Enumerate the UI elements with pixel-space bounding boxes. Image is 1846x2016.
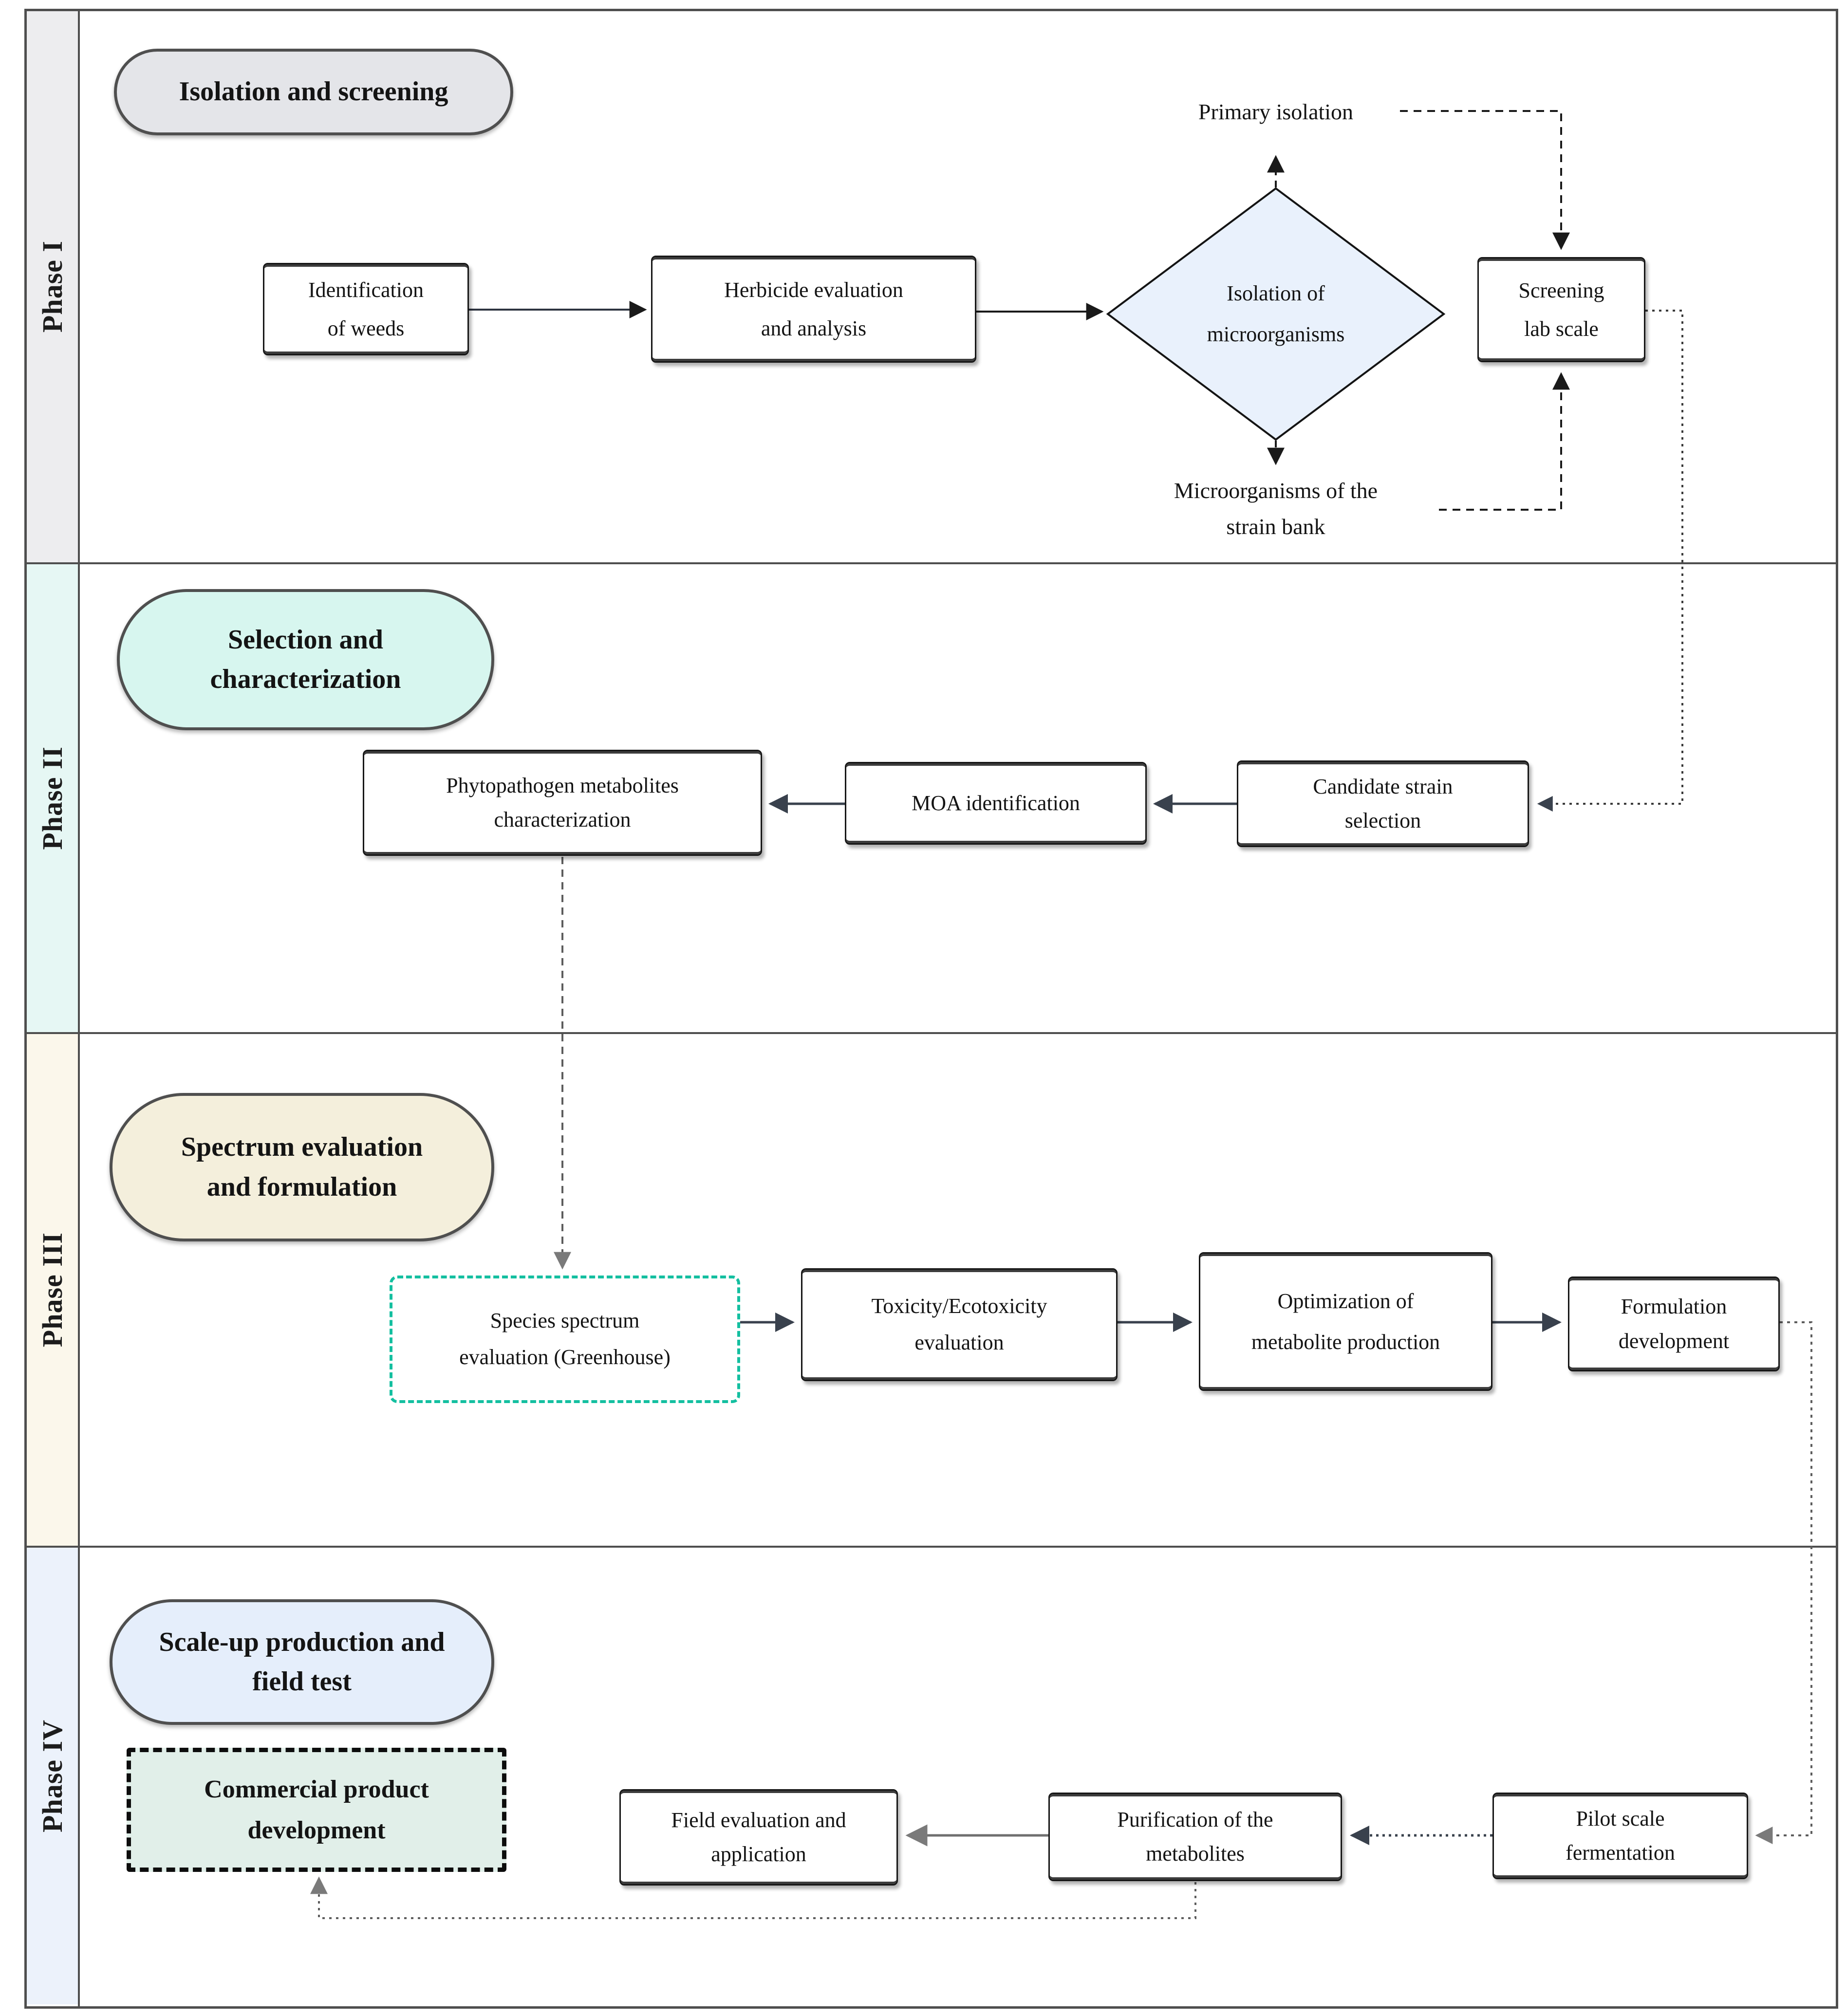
node-label: Isolation of microorganisms — [1207, 281, 1345, 346]
node-phytopathogen-metabolites: Phytopathogen metabolites characterizati… — [363, 750, 762, 856]
divider-phase-1-2 — [24, 562, 1838, 564]
node-toxicity-evaluation: Toxicity/Ecotoxicity evaluation — [801, 1268, 1118, 1381]
phase-1-title-pill: Isolation and screening — [114, 49, 513, 135]
pill-label: Spectrum evaluation and formulation — [181, 1132, 423, 1202]
sidebar-phase-1: Phase I — [27, 11, 78, 562]
node-label: Pilot scale fermentation — [1566, 1806, 1675, 1865]
node-herbicide-evaluation: Herbicide evaluation and analysis — [651, 256, 976, 363]
node-optimization-metabolite-production: Optimization of metabolite production — [1199, 1252, 1492, 1391]
node-candidate-strain-selection: Candidate strain selection — [1237, 760, 1529, 847]
node-label: Toxicity/Ecotoxicity evaluation — [871, 1294, 1047, 1354]
node-label: Herbicide evaluation and analysis — [724, 277, 903, 340]
node-screening-lab-scale: Screening lab scale — [1477, 257, 1645, 362]
sidebar-phase-3: Phase III — [27, 1034, 78, 1546]
caption-label: Primary isolation — [1198, 99, 1354, 125]
node-label: MOA identification — [912, 791, 1080, 815]
node-pilot-scale-fermentation: Pilot scale fermentation — [1492, 1793, 1748, 1879]
caption-primary-isolation: Primary isolation — [1130, 92, 1422, 131]
pill-label: Isolation and screening — [179, 76, 448, 107]
sidebar-phase-2: Phase II — [27, 564, 78, 1032]
node-label: Commercial product development — [204, 1776, 429, 1844]
node-label: Purification of the metabolites — [1117, 1807, 1273, 1866]
node-moa-identification: MOA identification — [845, 762, 1147, 845]
dotted-path-screening-to-candidate — [1537, 310, 1683, 812]
node-commercial-product-development: Commercial product development — [127, 1748, 506, 1872]
node-identification-of-weeds: Identification of weeds — [263, 263, 469, 355]
divider-phase-2-3 — [24, 1032, 1838, 1034]
pill-label: Selection and characterization — [210, 624, 401, 694]
node-label: Species spectrum evaluation (Greenhouse) — [459, 1309, 671, 1369]
node-label: Formulation development — [1618, 1295, 1730, 1353]
sidebar-divider — [78, 9, 80, 2009]
dashed-path-formulation-to-pilot — [1755, 1321, 1812, 1844]
diamond-isolation-of-microorganisms — [1106, 187, 1446, 441]
phase-4-title-pill: Scale-up production and field test — [110, 1599, 494, 1725]
phase-3-title-pill: Spectrum evaluation and formulation — [110, 1093, 494, 1241]
diamond-label: Isolation of microorganisms — [1154, 246, 1398, 382]
node-label: Identification of weeds — [308, 277, 424, 340]
node-label: Candidate strain selection — [1313, 774, 1453, 832]
phase-2-title-pill: Selection and characterization — [117, 589, 494, 730]
divider-phase-3-4 — [24, 1546, 1838, 1548]
sidebar-phase-4: Phase IV — [27, 1548, 78, 2004]
node-label: Screening lab scale — [1518, 278, 1604, 341]
caption-label: Microorganisms of the strain bank — [1174, 478, 1378, 539]
node-field-evaluation-application: Field evaluation and application — [619, 1789, 898, 1886]
node-species-spectrum-evaluation: Species spectrum evaluation (Greenhouse) — [390, 1276, 740, 1403]
diagram-frame — [24, 9, 1838, 2009]
node-label: Field evaluation and application — [671, 1808, 846, 1866]
dashed-path-strain-bank-to-screening — [1439, 372, 1570, 511]
node-formulation-development: Formulation development — [1568, 1276, 1780, 1371]
pill-label: Scale-up production and field test — [159, 1627, 445, 1697]
node-label: Optimization of metabolite production — [1251, 1289, 1440, 1354]
node-label: Phytopathogen metabolites characterizati… — [446, 773, 679, 832]
dashed-path-primary-isolation-to-screening — [1400, 110, 1570, 250]
node-purification-of-metabolites: Purification of the metabolites — [1048, 1793, 1342, 1881]
caption-strain-bank: Microorganisms of the strain bank — [1115, 470, 1436, 548]
